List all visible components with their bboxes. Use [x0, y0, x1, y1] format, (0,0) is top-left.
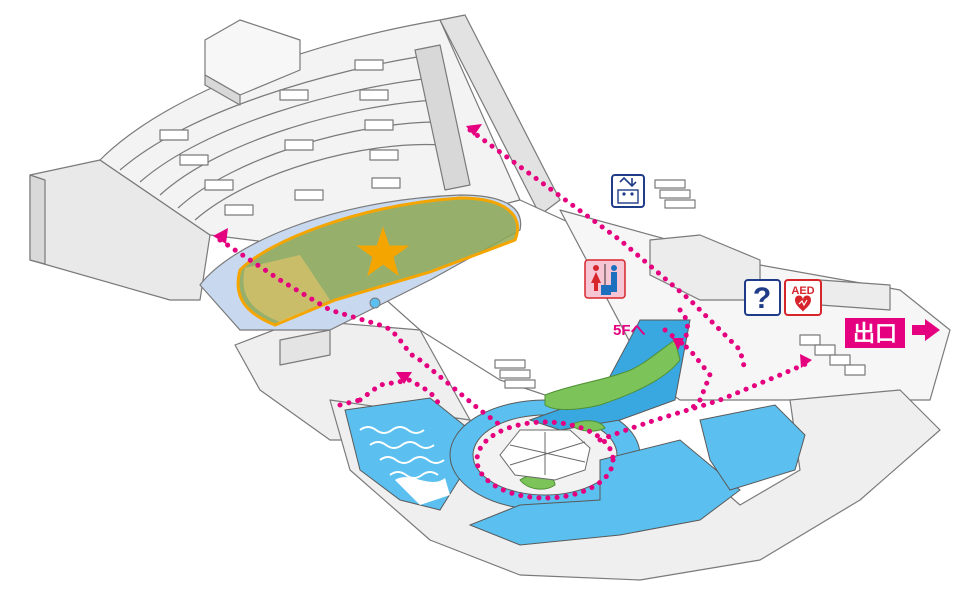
route-arrows: [213, 124, 812, 384]
exit-label: 出口: [853, 322, 897, 347]
aed-label: AED: [791, 285, 814, 297]
star-icon: [356, 226, 410, 277]
exit-sign[interactable]: 出口: [845, 318, 905, 348]
restroom-icon[interactable]: [584, 259, 626, 299]
aed-icon[interactable]: AED: [784, 279, 822, 316]
route-arrow-left: [213, 228, 228, 244]
floor-5f-label: 5Fへ: [613, 322, 646, 339]
central-pavilion: [499, 429, 591, 481]
elevator-icon[interactable]: [611, 174, 645, 208]
wave-pattern: [359, 426, 445, 479]
marker-dot: [369, 297, 381, 309]
route-arrow-right: [800, 354, 812, 368]
route-path: [217, 127, 813, 501]
exit-arrow-icon: [912, 319, 940, 341]
route-arrow-up-left: [466, 124, 482, 136]
route-arrow-down: [396, 372, 412, 384]
route-arrow-down-5f: [672, 338, 684, 350]
information-icon[interactable]: ?: [744, 279, 781, 316]
wave-foam: [395, 477, 450, 505]
info-mark: ?: [753, 282, 771, 315]
